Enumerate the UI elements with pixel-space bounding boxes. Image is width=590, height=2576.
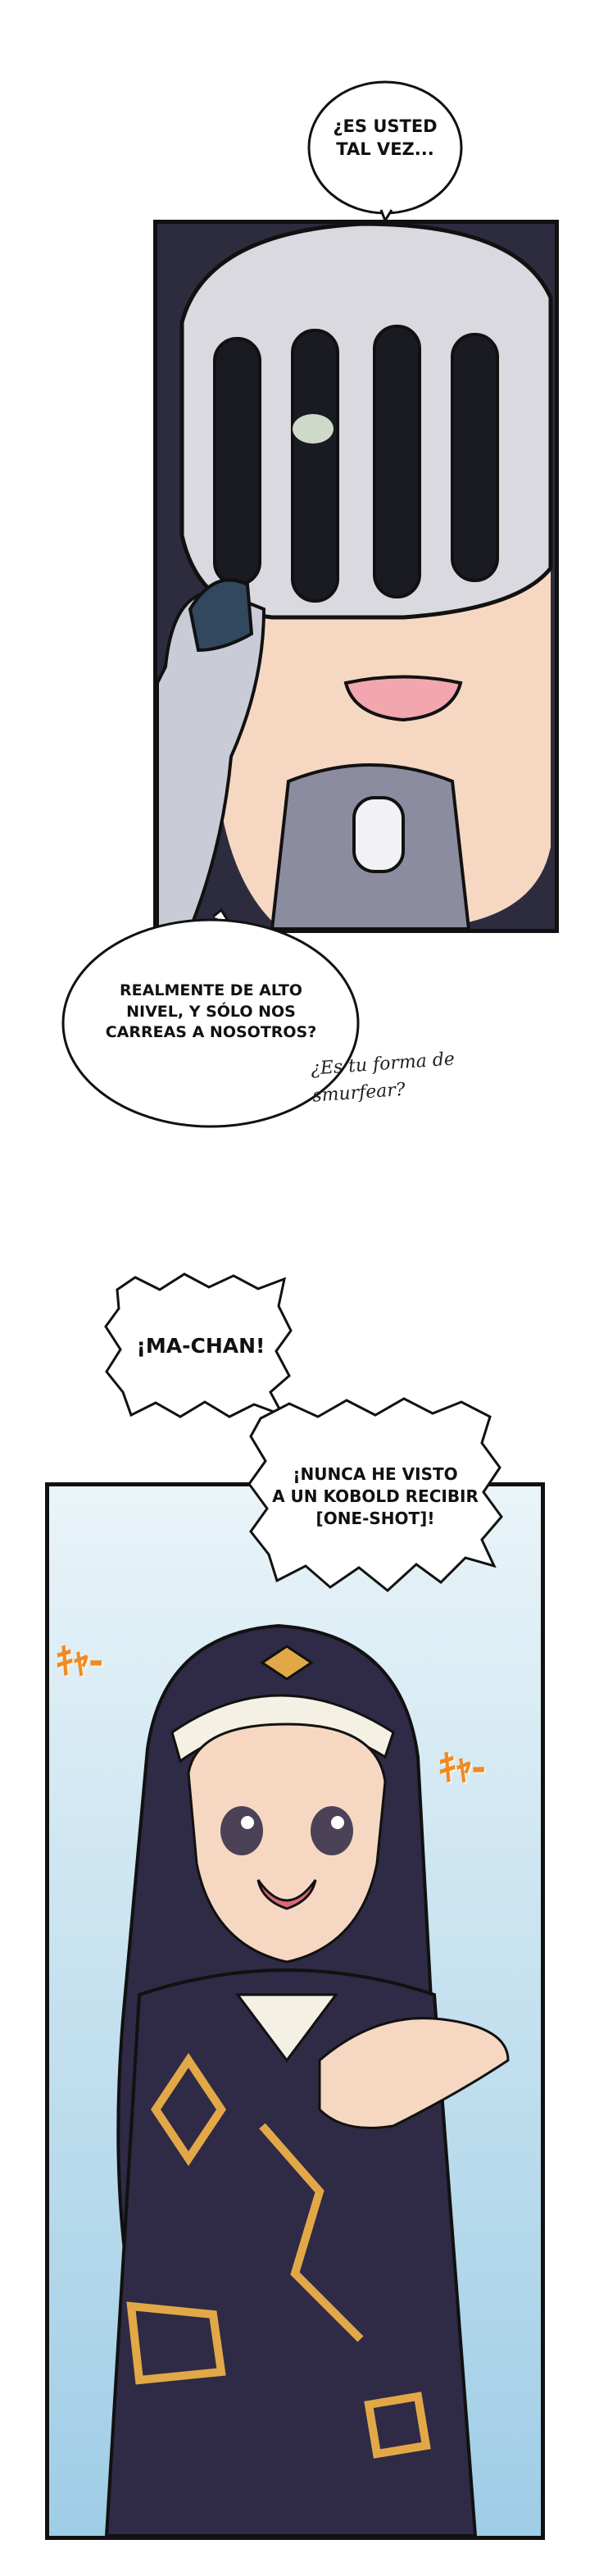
shout-bubble-2: [247, 1397, 503, 1592]
shout-text-1: ¡MA-CHAN!: [136, 1334, 266, 1358]
speech-text-2: REALMENTE DE ALTO NIVEL, Y SÓLO NOS CARR…: [105, 981, 317, 1042]
speech-text-1: ¿ES USTED TAL VEZ...: [333, 116, 438, 160]
knight-panel: [153, 220, 559, 933]
sfx-left: ｷｬ-: [56, 1641, 103, 1682]
knight-illustration: [157, 224, 555, 929]
translator-note: ¿Es tu forma de smurfear?: [310, 1049, 456, 1107]
sfx-right: ｷｬ-: [438, 1747, 486, 1789]
shout-text-2: ¡NUNCA HE VISTO A UN KOBOLD RECIBIR [ONE…: [272, 1464, 479, 1528]
shout-bubble-1: [104, 1272, 293, 1418]
nun-panel: [45, 1482, 545, 2540]
nun-illustration: [49, 1486, 541, 2536]
speech-bubble-2: [61, 908, 360, 1128]
